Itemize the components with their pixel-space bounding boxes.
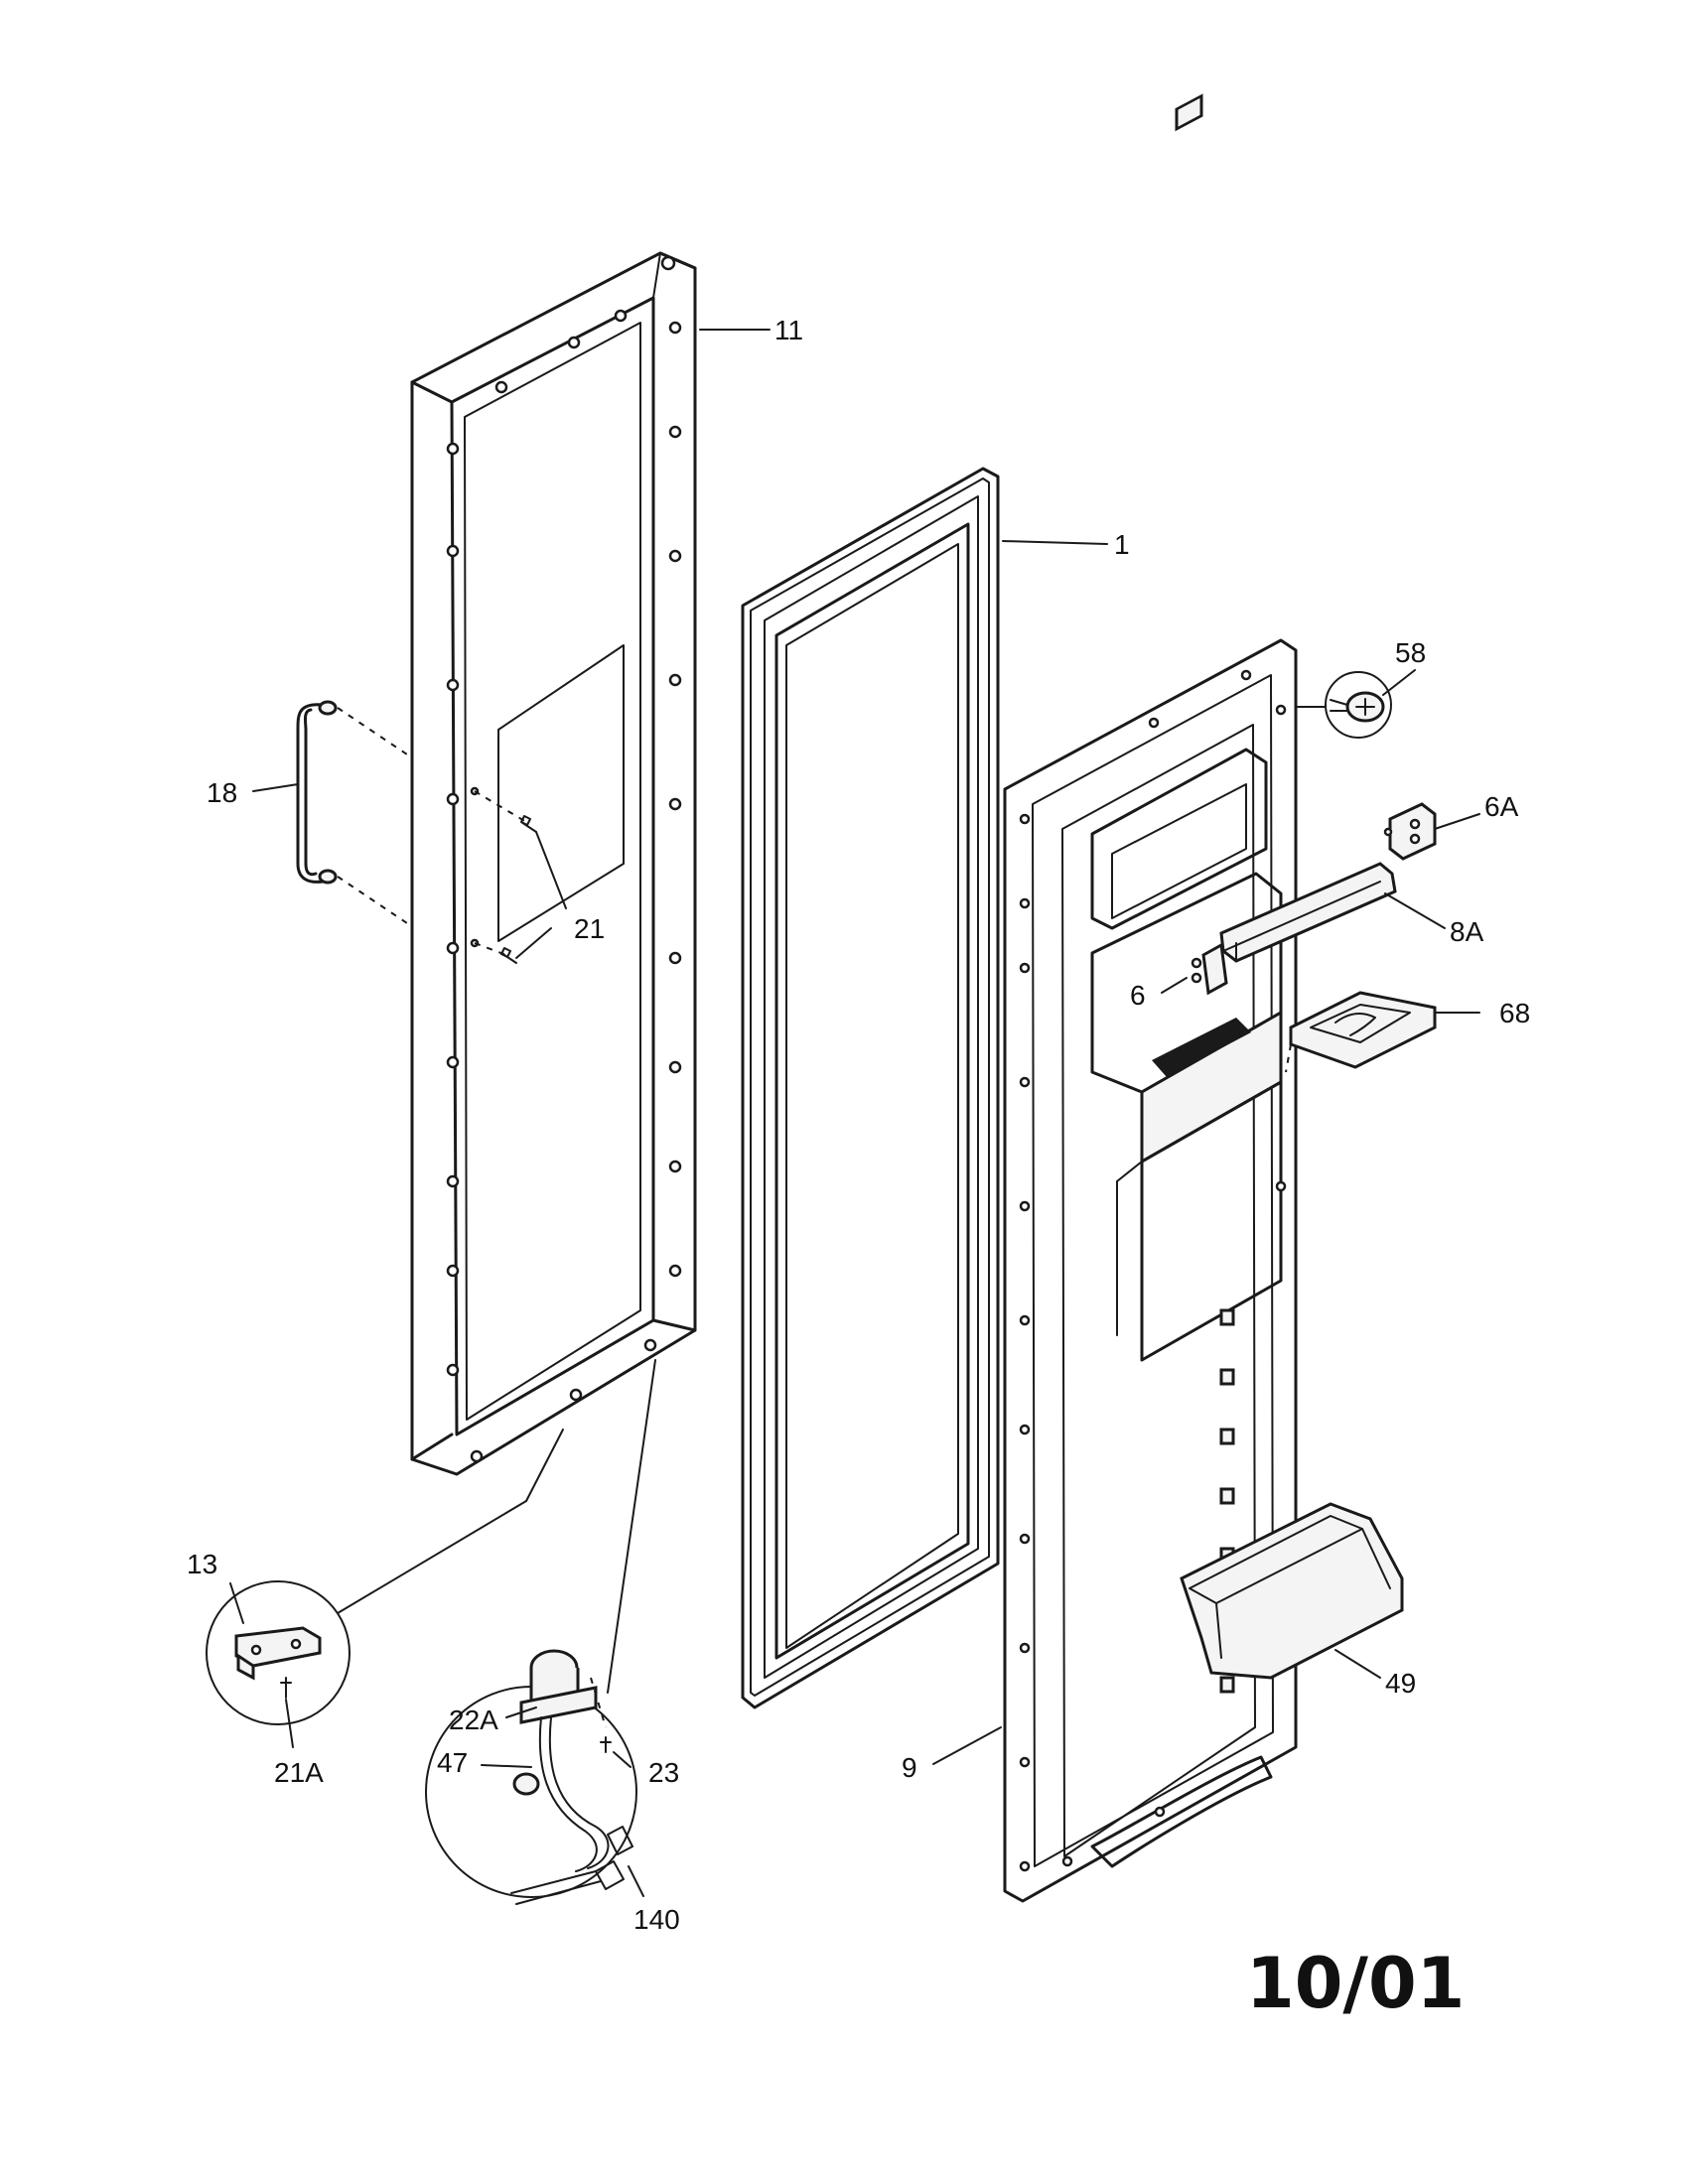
callout-13: 13 bbox=[187, 1549, 217, 1579]
revision-date: 10/01 bbox=[1246, 1943, 1465, 2024]
screws-part-21 bbox=[474, 790, 537, 964]
callout-8A: 8A bbox=[1450, 916, 1484, 947]
callout-6: 6 bbox=[1130, 980, 1146, 1011]
bracket-part-6 bbox=[1191, 942, 1228, 996]
callout-6A: 6A bbox=[1484, 791, 1519, 822]
liner-tabs bbox=[1219, 1308, 1235, 1694]
liner-holes bbox=[1019, 669, 1287, 1872]
drip-tray-part-68 bbox=[1285, 991, 1437, 1073]
door-handle-part-18 bbox=[296, 700, 408, 924]
door-liner-part-9 bbox=[1003, 93, 1298, 1903]
callout-1: 1 bbox=[1114, 529, 1130, 560]
bracket-part-6A bbox=[1383, 802, 1437, 861]
callout-21A: 21A bbox=[274, 1757, 324, 1788]
door-bin-part-49 bbox=[1180, 1502, 1404, 1680]
hinge-detail-part-13 bbox=[206, 1429, 564, 1725]
callout-68: 68 bbox=[1499, 998, 1530, 1028]
callout-58: 58 bbox=[1395, 637, 1426, 668]
callout-labels: 11 1 58 6A 8A 6 68 18 21 13 21A 22A 47 2… bbox=[187, 315, 1530, 1935]
callout-22A: 22A bbox=[449, 1705, 498, 1735]
callout-18: 18 bbox=[207, 777, 237, 808]
callout-11: 11 bbox=[774, 315, 803, 345]
door-frame-part-11 bbox=[410, 251, 697, 1476]
callout-47: 47 bbox=[437, 1747, 468, 1778]
frame-holes bbox=[446, 309, 682, 1463]
screw-detail-part-58 bbox=[1325, 671, 1392, 739]
callout-49: 49 bbox=[1385, 1668, 1416, 1699]
water-valve-detail bbox=[425, 1359, 656, 1905]
callout-21: 21 bbox=[574, 913, 605, 944]
leader-lines bbox=[229, 329, 1480, 1897]
callout-23: 23 bbox=[648, 1757, 679, 1788]
door-gasket-part-1 bbox=[741, 467, 1000, 1709]
callout-140: 140 bbox=[633, 1904, 680, 1935]
callout-9: 9 bbox=[902, 1752, 917, 1783]
